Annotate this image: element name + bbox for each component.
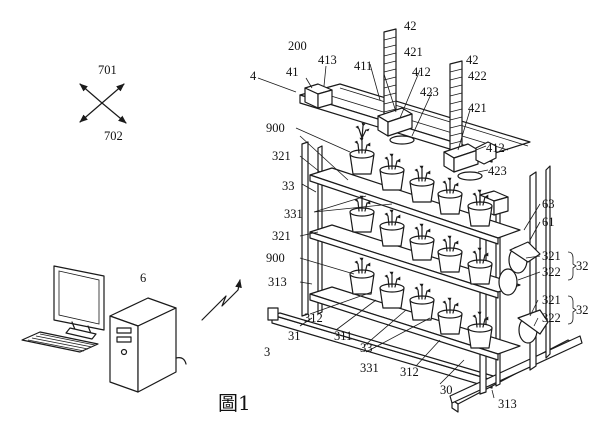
label-33: 33 [282, 179, 295, 193]
leader-lines [257, 63, 541, 399]
label-41: 41 [286, 65, 299, 79]
label-32: 32 [576, 303, 589, 317]
label-421: 421 [404, 45, 423, 59]
figure-caption: 圖1 [218, 391, 251, 415]
label-61: 61 [542, 215, 555, 229]
label-411: 411 [354, 59, 372, 73]
label-321: 321 [272, 149, 291, 163]
label-321: 321 [272, 229, 291, 243]
label-4: 4 [250, 69, 257, 83]
wireless-signal [201, 279, 242, 321]
label-422: 422 [468, 69, 487, 83]
lead-screws [377, 28, 497, 181]
label-313: 313 [268, 275, 287, 289]
label-423: 423 [488, 164, 507, 178]
label-313: 313 [498, 397, 517, 411]
direction-arrows [79, 83, 127, 124]
label-331: 331 [360, 361, 379, 375]
label-200: 200 [288, 39, 307, 53]
side-units [498, 241, 549, 344]
label-322: 322 [542, 311, 561, 325]
reference-labels: 42 42 421 421 422 412 412 423 423 411 41… [98, 19, 589, 411]
label-701: 701 [98, 63, 117, 77]
label-312: 312 [304, 311, 323, 325]
label-33: 33 [360, 341, 373, 355]
label-900: 900 [266, 121, 285, 135]
label-331: 331 [284, 207, 303, 221]
label-42: 42 [404, 19, 417, 33]
label-412: 412 [486, 141, 505, 155]
label-42: 42 [466, 53, 479, 67]
label-311: 311 [334, 329, 352, 343]
label-702: 702 [104, 129, 123, 143]
label-321: 321 [542, 293, 561, 307]
label-31: 31 [288, 329, 301, 343]
label-322: 322 [542, 265, 561, 279]
label-321: 321 [542, 249, 561, 263]
label-6: 6 [140, 271, 146, 285]
label-421: 421 [468, 101, 487, 115]
label-3: 3 [264, 345, 270, 359]
label-30: 30 [440, 383, 453, 397]
label-412: 412 [412, 65, 431, 79]
computer [21, 265, 187, 393]
label-900: 900 [266, 251, 285, 265]
label-413: 413 [318, 53, 337, 67]
label-423: 423 [420, 85, 439, 99]
label-63: 63 [542, 197, 555, 211]
label-32: 32 [576, 259, 589, 273]
label-312: 312 [400, 365, 419, 379]
